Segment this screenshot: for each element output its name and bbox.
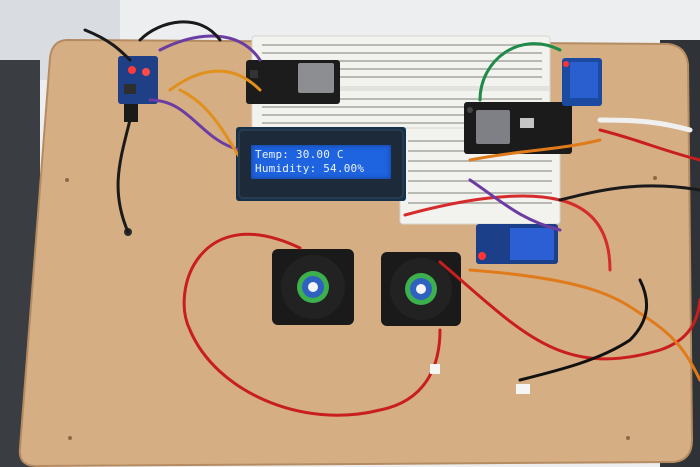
wires [83,20,700,417]
lcd-line-temperature: Temp: 30.00 C [255,148,344,161]
wifi-module-top [246,60,340,104]
cooling-fan-right [381,252,461,326]
lcd-display: Temp: 30.00 C Humidity: 54.00% [240,131,402,197]
lcd-screen: Temp: 30.00 C Humidity: 54.00% [251,145,391,179]
lcd-line-humidity: Humidity: 54.00% [255,162,365,175]
nodemcu-board [464,102,572,154]
relay-middle [476,224,558,264]
sensor-module-left [118,56,158,122]
cooling-fan-left [272,249,354,325]
relay-top-right [562,58,602,106]
